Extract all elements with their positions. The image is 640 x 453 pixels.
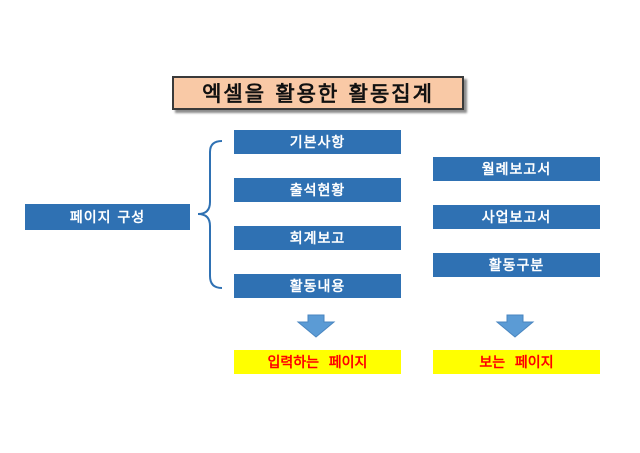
output-pages-label: 보는 페이지	[433, 350, 600, 374]
input-page-attendance: 출석현황	[234, 178, 401, 202]
page-title: 엑셀을 활용한 활동집계	[172, 76, 464, 110]
input-page-activities: 활동내용	[234, 274, 401, 298]
curly-brace	[197, 140, 223, 289]
output-page-activity-category: 활동구분	[433, 253, 600, 277]
input-page-accounting: 회계보고	[234, 226, 401, 250]
page-structure-box: 페이지 구성	[25, 204, 190, 230]
output-page-monthly-report: 월례보고서	[433, 157, 600, 181]
output-page-business-report: 사업보고서	[433, 205, 600, 229]
input-page-basic-info: 기본사항	[234, 130, 401, 154]
down-arrow-left	[296, 314, 336, 338]
input-pages-label: 입력하는 페이지	[234, 350, 401, 374]
down-arrow-right	[495, 314, 535, 338]
